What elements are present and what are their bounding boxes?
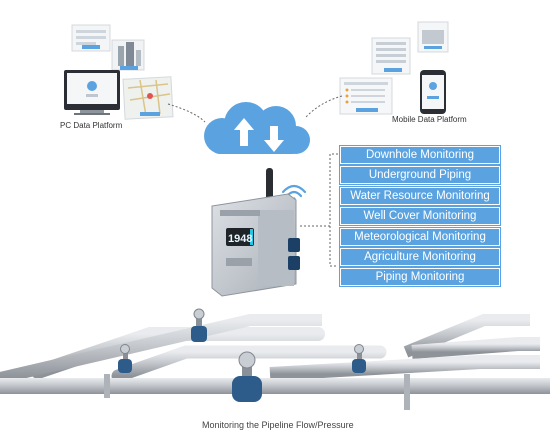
monitoring-item-agriculture: Agriculture Monitoring: [340, 247, 500, 266]
flow-meter-top: [191, 308, 207, 342]
pipeline-caption: Monitoring the Pipeline Flow/Pressure: [202, 420, 354, 430]
device-display-value: 1948: [228, 233, 252, 245]
mobile-cloud-connector: [304, 95, 343, 119]
pc-platform-label: PC Data Platform: [60, 121, 123, 130]
mobile-platform-label: Mobile Data Platform: [392, 115, 467, 124]
download-arrow-icon: [264, 126, 284, 152]
pipeline-network: [0, 314, 550, 410]
monitoring-item-well-cover: Well Cover Monitoring: [340, 207, 500, 226]
monitoring-item-piping: Piping Monitoring: [340, 268, 500, 287]
monitoring-item-meteorological: Meteorological Monitoring: [340, 227, 500, 246]
flow-meter-main: [232, 351, 262, 402]
antenna: [266, 168, 273, 202]
monitoring-item-underground-piping: Underground Piping: [340, 166, 500, 185]
rtu-device: [211, 193, 300, 297]
pc-cloud-connector: [167, 103, 206, 123]
upload-arrow-icon: [234, 118, 254, 146]
cloud-icon: [204, 102, 310, 154]
monitoring-item-water-resource: Water Resource Monitoring: [340, 186, 500, 205]
mobile-data-platform-graphic: [339, 21, 449, 115]
flow-meter-right: [352, 344, 366, 373]
list-bracket: [329, 153, 338, 267]
flow-meter-left: [118, 344, 132, 373]
monitoring-item-downhole: Downhole Monitoring: [340, 146, 500, 164]
monitoring-list: Downhole Monitoring Underground Piping W…: [340, 146, 500, 289]
device-screen: [226, 228, 254, 246]
pc-data-platform-graphic: [64, 24, 174, 120]
